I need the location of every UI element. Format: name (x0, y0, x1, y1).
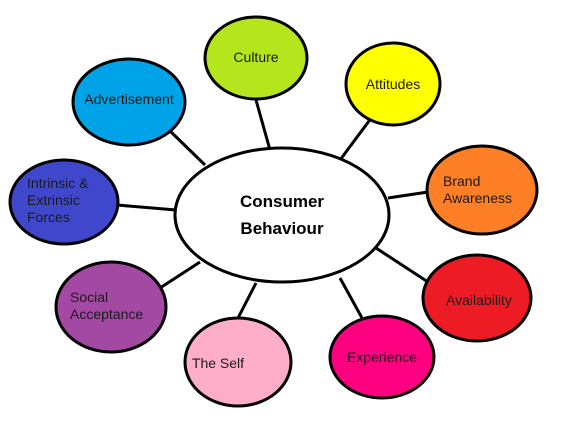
connector-attitudes (338, 116, 374, 161)
bubble-the-self (183, 316, 293, 408)
node-the-self: The Self (183, 316, 293, 408)
label-line: Awareness (443, 190, 512, 206)
label-line: Extrinsic (27, 192, 80, 208)
label-line: Attitudes (366, 76, 420, 92)
label-advertisement: Advertisement (84, 91, 174, 107)
bubble-experience (328, 314, 436, 400)
label-line: Availability (446, 292, 512, 308)
node-culture: Culture (203, 15, 309, 101)
center-bubble (173, 146, 391, 284)
bubble-intrinsic-extrinsic-forces (8, 158, 120, 246)
label-attitudes: Attitudes (366, 76, 420, 92)
label-culture: Culture (233, 49, 278, 65)
label-line: Advertisement (84, 91, 174, 107)
connector-culture (254, 99, 272, 151)
label-line: The Self (192, 355, 244, 371)
label-line: Forces (27, 209, 70, 225)
connector-social-acceptance (159, 260, 201, 290)
bubble-brand-awareness (425, 144, 539, 236)
label-availability: Availability (446, 292, 512, 308)
node-attitudes: Attitudes (344, 41, 442, 127)
label-line: Social (70, 289, 108, 305)
connector-advertisement (167, 128, 207, 167)
connector-the-self (236, 282, 258, 319)
node-advertisement: Advertisement (71, 57, 187, 147)
bubble-attitudes (344, 41, 442, 127)
label-line: Experience (347, 349, 417, 365)
connector-intrinsic-extrinsic-forces (116, 203, 177, 212)
label-line: Acceptance (70, 306, 143, 322)
connector-brand-awareness (387, 190, 429, 200)
connector-experience (338, 277, 364, 319)
label-line: Brand (443, 173, 480, 189)
bubble-advertisement (71, 57, 187, 147)
bubble-social-acceptance (54, 260, 168, 354)
node-availability: Availability (421, 253, 533, 343)
node-experience: Experience (328, 314, 436, 400)
label-the-self: The Self (192, 355, 244, 371)
label-experience: Experience (347, 349, 417, 365)
bubble-culture (203, 15, 309, 101)
center-title-line: Behaviour (240, 219, 324, 238)
label-line: Intrinsic & (27, 175, 89, 191)
connector-lines (116, 99, 429, 319)
connector-availability (375, 246, 429, 284)
bubble-availability (421, 253, 533, 343)
label-line: Culture (233, 49, 278, 65)
center-title-line: Consumer (240, 192, 324, 211)
